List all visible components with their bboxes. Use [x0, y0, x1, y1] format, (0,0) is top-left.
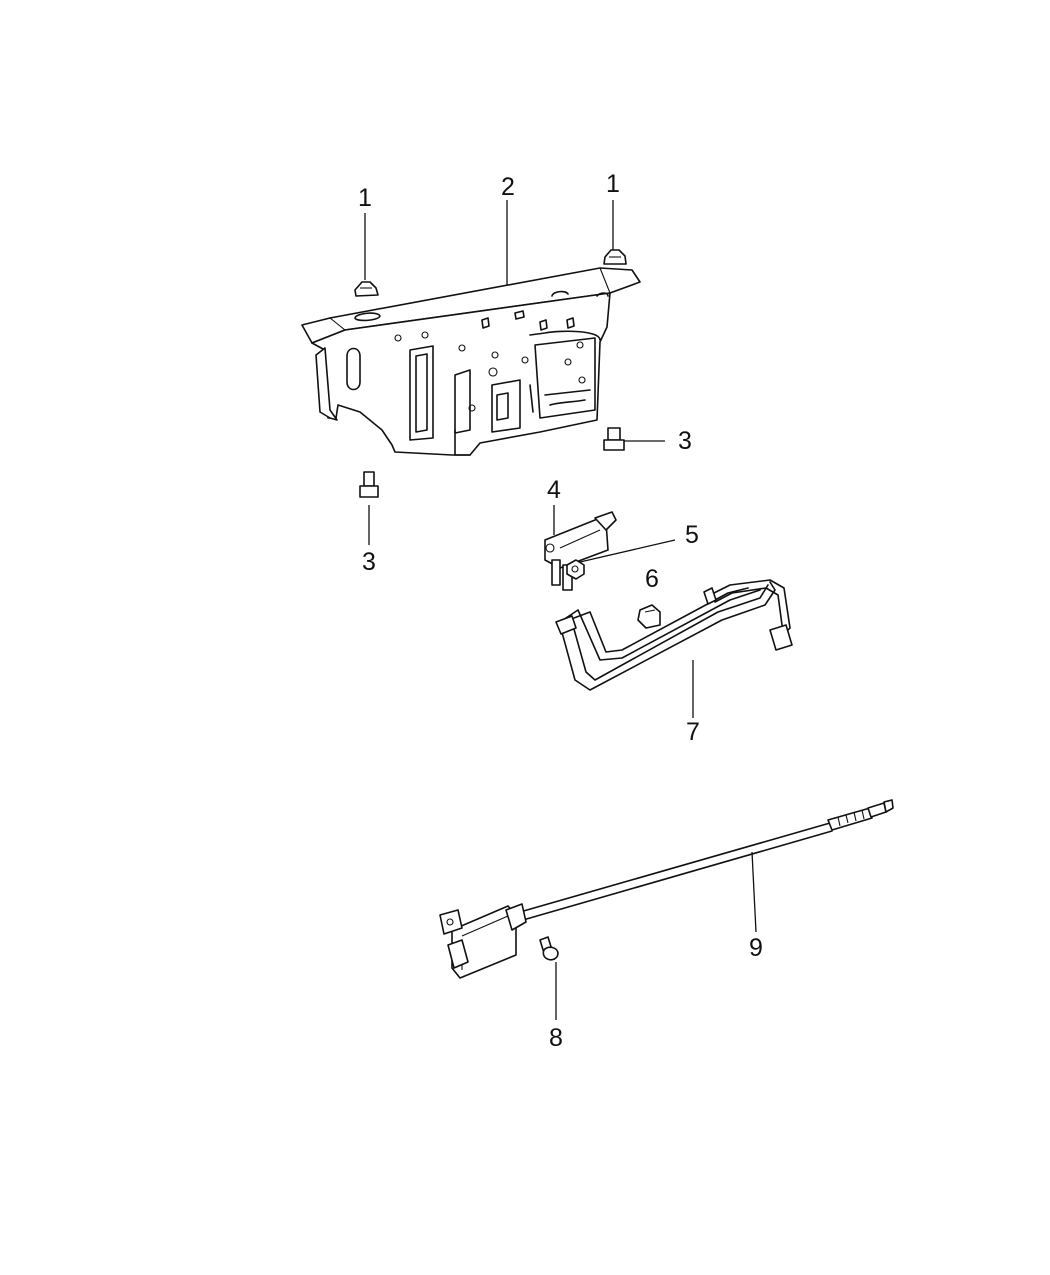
bolt-right — [603, 427, 625, 451]
callout-3-left: 3 — [362, 548, 376, 576]
nut-part — [566, 559, 585, 580]
callout-8: 8 — [549, 1024, 563, 1052]
leader-lines — [364, 200, 757, 1020]
bolt-part-8 — [539, 936, 559, 961]
pressure-sensor-part — [544, 511, 617, 591]
bolt-left — [359, 471, 379, 498]
tube-assembly-part — [555, 579, 793, 691]
callout-1-left: 1 — [358, 184, 372, 212]
clip-nut-right — [603, 249, 627, 265]
callout-3-right: 3 — [678, 427, 692, 455]
callout-1-right: 1 — [606, 170, 620, 198]
clip-nut-left — [354, 281, 379, 297]
callout-5: 5 — [685, 521, 699, 549]
callout-4: 4 — [547, 476, 561, 504]
callout-2: 2 — [501, 173, 515, 201]
callout-6: 6 — [645, 565, 659, 593]
nox-sensor-part — [439, 799, 894, 979]
callout-9: 9 — [749, 934, 763, 962]
bracket-part — [301, 267, 641, 456]
hose-clip-part — [637, 604, 661, 629]
callout-7: 7 — [686, 718, 700, 746]
